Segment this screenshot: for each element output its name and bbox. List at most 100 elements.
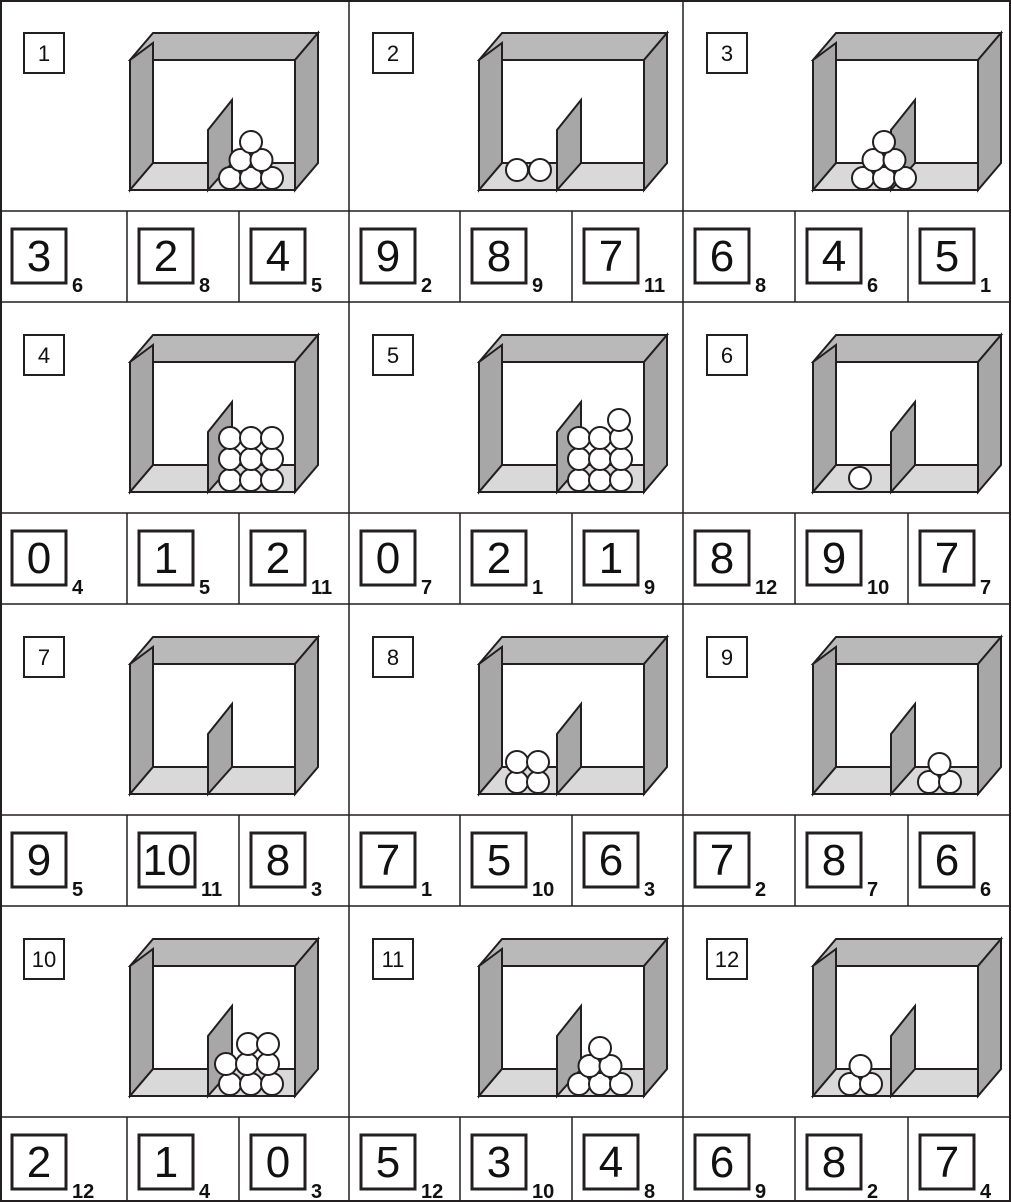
answer-option: 711 [584, 229, 665, 297]
box-right-wall [978, 939, 1001, 1096]
answer-option: 36 [12, 229, 83, 297]
ball [240, 469, 262, 491]
answer-option: 71 [361, 833, 432, 901]
answer-subscript: 3 [644, 879, 655, 901]
ball [929, 753, 951, 775]
answer-subscript: 4 [72, 577, 84, 599]
answer-subscript: 4 [980, 1181, 992, 1202]
answer-option: 51 [920, 229, 991, 297]
ball [850, 1055, 872, 1077]
ball [240, 448, 262, 470]
ball [237, 1033, 259, 1055]
answer-subscript: 2 [867, 1181, 878, 1202]
ball [506, 159, 528, 181]
answer-subscript: 8 [644, 1181, 655, 1202]
puzzle-card-3: 3 68 46 51 [695, 33, 1001, 297]
box-right-wall [295, 939, 318, 1096]
ball [873, 131, 895, 153]
ball [589, 427, 611, 449]
answer-digit: 4 [599, 1138, 623, 1187]
answer-subscript: 9 [755, 1181, 766, 1202]
answer-digit: 6 [710, 1138, 734, 1187]
answer-digit: 2 [154, 232, 178, 281]
puzzle-number-label: 1 [38, 41, 50, 66]
box-right-wall [295, 637, 318, 794]
puzzle-number-label: 6 [721, 343, 733, 368]
answer-subscript: 12 [421, 1181, 443, 1202]
puzzle-number-label: 3 [721, 41, 733, 66]
answer-option: 63 [584, 833, 655, 901]
answer-digit: 1 [154, 534, 178, 583]
answer-option: 77 [920, 531, 991, 599]
answer-option: 15 [139, 531, 210, 599]
answer-digit: 2 [487, 534, 511, 583]
answer-option: 87 [807, 833, 878, 901]
ball [261, 448, 283, 470]
answer-subscript: 11 [201, 879, 222, 901]
answer-option: 46 [807, 229, 878, 297]
answer-digit: 9 [822, 534, 846, 583]
answer-digit: 0 [27, 534, 51, 583]
ball [240, 131, 262, 153]
ball [506, 751, 528, 773]
ball [261, 427, 283, 449]
answer-option: 19 [584, 531, 655, 599]
answer-subscript: 3 [311, 879, 322, 901]
box-top [479, 335, 667, 362]
answer-digit: 0 [266, 1138, 290, 1187]
box-top [813, 335, 1001, 362]
ball [236, 1053, 258, 1075]
answer-option: 83 [251, 833, 322, 901]
answer-option: 310 [472, 1135, 554, 1202]
puzzle-number-label: 5 [387, 343, 399, 368]
answer-digit: 10 [143, 836, 192, 885]
answer-digit: 9 [27, 836, 51, 885]
answer-subscript: 6 [72, 275, 83, 297]
ball [261, 1073, 283, 1095]
box-top [479, 33, 667, 60]
answer-option: 92 [361, 229, 432, 297]
box-right-wall [978, 33, 1001, 190]
puzzle-number-label: 9 [721, 645, 733, 670]
answer-digit: 8 [822, 1138, 846, 1187]
puzzle-number-label: 7 [38, 645, 50, 670]
box-top [130, 637, 318, 664]
answer-digit: 7 [935, 534, 959, 583]
box-top [130, 33, 318, 60]
box-right-wall [644, 335, 667, 492]
ball [240, 427, 262, 449]
answer-digit: 4 [822, 232, 846, 281]
answer-option: 72 [695, 833, 766, 901]
answer-option: 89 [472, 229, 543, 297]
box-right-wall [295, 335, 318, 492]
puzzle-card-4: 40415211 [12, 335, 332, 599]
answer-digit: 9 [376, 232, 400, 281]
answer-subscript: 2 [755, 879, 766, 901]
answer-digit: 6 [935, 836, 959, 885]
answer-subscript: 7 [980, 577, 991, 599]
answer-option: 910 [807, 531, 889, 599]
answer-option: 812 [695, 531, 777, 599]
box-right-wall [644, 33, 667, 190]
ball [219, 1073, 241, 1095]
answer-digit: 4 [266, 232, 290, 281]
answer-digit: 5 [935, 232, 959, 281]
answer-digit: 8 [710, 534, 734, 583]
answer-digit: 7 [710, 836, 734, 885]
box-top [813, 939, 1001, 966]
answer-digit: 7 [935, 1138, 959, 1187]
answer-option: 66 [920, 833, 991, 901]
box-top [813, 33, 1001, 60]
box-top [130, 335, 318, 362]
box-right-wall [295, 33, 318, 190]
box-right-wall [978, 637, 1001, 794]
puzzle-number-label: 11 [382, 947, 405, 972]
ball [529, 159, 551, 181]
ball [849, 467, 871, 489]
puzzle-number-label: 10 [32, 947, 56, 972]
puzzle-card-5: 5072119 [361, 335, 667, 599]
answer-subscript: 10 [532, 879, 554, 901]
answer-option: 68 [695, 229, 766, 297]
